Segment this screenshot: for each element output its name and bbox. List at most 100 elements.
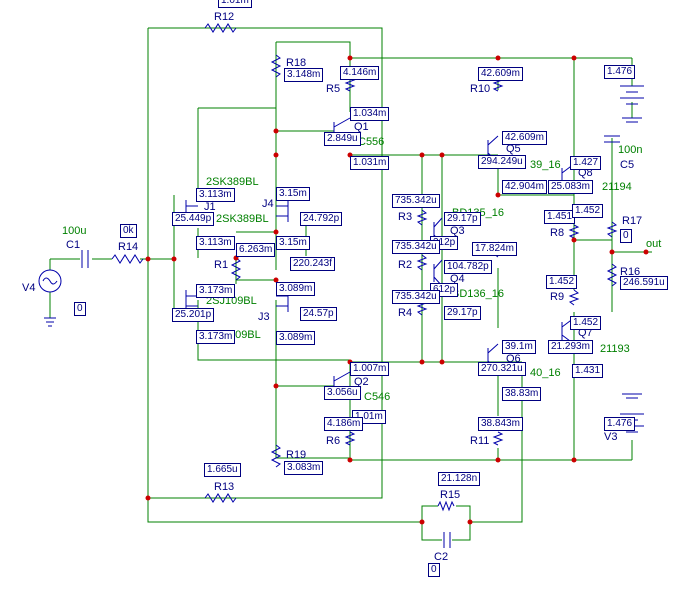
label-c5: C5 <box>620 159 634 171</box>
v2-source <box>620 85 644 123</box>
capacitor-symbols <box>81 135 620 548</box>
label-model-bd136: BD136_16 <box>452 288 504 300</box>
readout-j1-a: 3.113m <box>196 188 235 202</box>
r12-symbol <box>204 23 237 33</box>
label-q4: Q4 <box>450 273 465 285</box>
r9-symbol <box>568 289 580 306</box>
label-out: out <box>646 238 661 250</box>
label-r3: R3 <box>398 211 412 223</box>
readout-q5-e: 42.609m <box>502 131 547 145</box>
label-r8: R8 <box>550 227 564 239</box>
label-j1: J1 <box>204 201 216 213</box>
readout-q5-c: 42.904m <box>502 180 547 194</box>
label-j3-model: 2SJ109BL <box>206 295 257 307</box>
c1-symbol <box>81 250 89 268</box>
readout-q3-a: 29.17p <box>444 212 481 226</box>
label-q5: Q5 <box>506 143 521 155</box>
label-c1-value: 100u <box>62 225 86 237</box>
r13-symbol <box>204 493 237 503</box>
label-j3: J3 <box>258 311 270 323</box>
readout-q5-b: 294.249u <box>478 155 526 169</box>
readout-v3: 1.476 <box>604 417 636 431</box>
label-r9: R9 <box>550 291 564 303</box>
readout-r4: 735.342u <box>392 290 440 304</box>
label-c556: C556 <box>358 136 384 148</box>
readout-r1-b: 220.243f <box>290 257 335 271</box>
r11-symbol <box>492 431 504 446</box>
r15-symbol <box>437 500 455 512</box>
readout-r14: 0k <box>120 224 137 238</box>
readout-q6-a: 39.1m <box>502 340 536 354</box>
readout-r16: 246.591u <box>620 276 668 290</box>
readout-r18: 3.148m <box>284 68 324 82</box>
readout-j4-c: 3.15m <box>276 236 310 250</box>
readout-q4-a: 104.782p <box>444 260 492 274</box>
readout-j4-a: 3.15m <box>276 187 310 201</box>
label-r2: R2 <box>398 259 412 271</box>
label-c5-value: 100n <box>618 144 642 156</box>
r6-symbol <box>344 431 356 446</box>
readout-j1-b: 25.449p <box>172 212 215 226</box>
label-r12: R12 <box>214 11 234 23</box>
label-j1-model: 2SK389BL <box>206 176 259 188</box>
readout-r12: 1.01m <box>218 0 252 8</box>
label-j1b-model: 2SK389BL <box>216 213 269 225</box>
label-r6: R6 <box>326 435 340 447</box>
label-r4: R4 <box>398 307 412 319</box>
resistor-symbols <box>111 23 618 512</box>
label-model-39-16: 39_16 <box>530 159 561 171</box>
label-r17: R17 <box>622 215 642 227</box>
r8-symbol <box>568 224 580 239</box>
readout-q1-c: 1.031m <box>350 156 390 170</box>
label-r1: R1 <box>214 259 228 271</box>
readout-r3: 735.342u <box>392 194 440 208</box>
readout-r2: 735.342u <box>392 240 440 254</box>
readout-r19: 3.083m <box>284 461 324 475</box>
readout-q6-b: 270.321u <box>478 362 526 376</box>
readout-r1-a: 6.263m <box>236 243 276 257</box>
readout-j2-b: 25.201p <box>172 308 215 322</box>
readout-v2: 1.476 <box>604 65 636 79</box>
label-r19: R19 <box>286 449 306 461</box>
r16-symbol <box>606 263 618 287</box>
label-c1: C1 <box>66 239 80 251</box>
label-r5: R5 <box>326 83 340 95</box>
readout-q1-e: 1.034m <box>350 107 390 121</box>
readout-j3-b: 24.57p <box>300 307 337 321</box>
label-model-40-16: 40_16 <box>530 367 561 379</box>
label-r10: R10 <box>470 83 490 95</box>
readout-q7-c: 1.431 <box>572 364 604 378</box>
r17-symbol <box>606 221 618 238</box>
r1-symbol <box>230 257 242 281</box>
readout-q1-b: 2.849u <box>324 132 361 146</box>
label-model-21193: 21193 <box>600 343 630 355</box>
readout-r10: 42.609m <box>478 67 523 81</box>
readout-q8-top: 1.427 <box>570 156 602 170</box>
label-q2: Q2 <box>354 376 369 388</box>
label-q7: Q7 <box>578 327 593 339</box>
readout-r9: 1.452 <box>546 275 578 289</box>
readout-q2-c: 1.007m <box>350 362 390 376</box>
readout-j2-a: 3.173m <box>196 284 236 298</box>
readout-r13: 1.665u <box>204 463 241 477</box>
r3-symbol <box>416 209 428 226</box>
readout-r5: 4.146m <box>340 66 380 80</box>
readout-r11: 38.843m <box>478 417 523 431</box>
label-model-21194: 21194 <box>602 181 632 193</box>
component-labels: R12 R18 R5 Q1 C556 R10 Q5 39_16 Q8 21194… <box>22 11 661 563</box>
label-r15: R15 <box>440 489 460 501</box>
readout-j3-c: 3.089m <box>276 331 316 345</box>
readout-j3-a: 3.089m <box>276 282 316 296</box>
label-v3: V3 <box>604 431 617 443</box>
label-r14: R14 <box>118 241 138 253</box>
label-j4: J4 <box>262 198 274 210</box>
r14-symbol <box>111 254 144 264</box>
readout-r8-b: 1.452 <box>572 204 604 218</box>
j4-symbol <box>276 200 289 222</box>
r2-symbol <box>416 254 428 271</box>
readout-q8-b: 25.083m <box>548 180 593 194</box>
label-r13: R13 <box>214 481 234 493</box>
label-v4: V4 <box>22 282 35 294</box>
